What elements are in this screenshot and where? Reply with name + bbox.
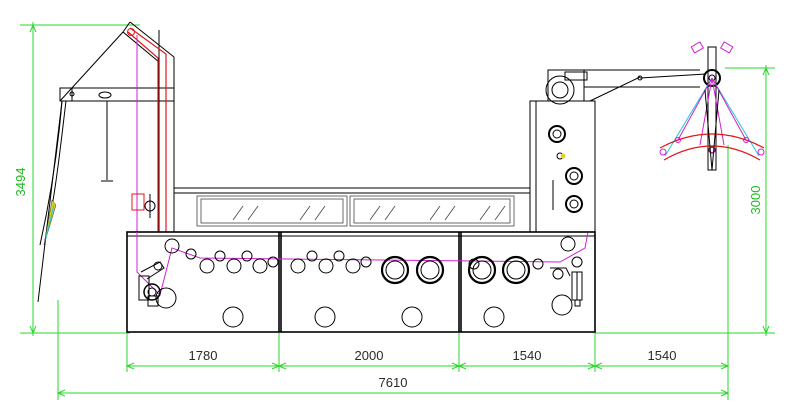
- dim-seg3-label: 1540: [513, 348, 542, 363]
- dim-seg1-label: 1780: [189, 348, 218, 363]
- dim-seg2-label: 2000: [355, 348, 384, 363]
- right-mechanism: [550, 267, 583, 307]
- dim-total-label: 7610: [379, 375, 408, 390]
- height-dimension-left: 3494: [13, 22, 140, 336]
- left-feed-mechanism: [138, 261, 177, 309]
- large-drive-rollers: [380, 255, 531, 285]
- height-left-label: 3494: [13, 168, 28, 197]
- height-right-label: 3000: [748, 186, 763, 215]
- bottom-dimensions: 1780 2000 1540 1540 7610: [56, 145, 730, 400]
- upper-roller-row: [164, 236, 583, 274]
- bottom-fans: [222, 294, 573, 328]
- dim-seg4-label: 1540: [648, 348, 677, 363]
- left-feed-frame: [37, 21, 175, 303]
- swing-folder: [659, 41, 765, 171]
- right-exit-tower: [529, 69, 707, 233]
- dryer-upper-section: [173, 187, 531, 233]
- height-dimension-right: 3000: [595, 65, 775, 336]
- dryer-lower-body: [126, 231, 596, 333]
